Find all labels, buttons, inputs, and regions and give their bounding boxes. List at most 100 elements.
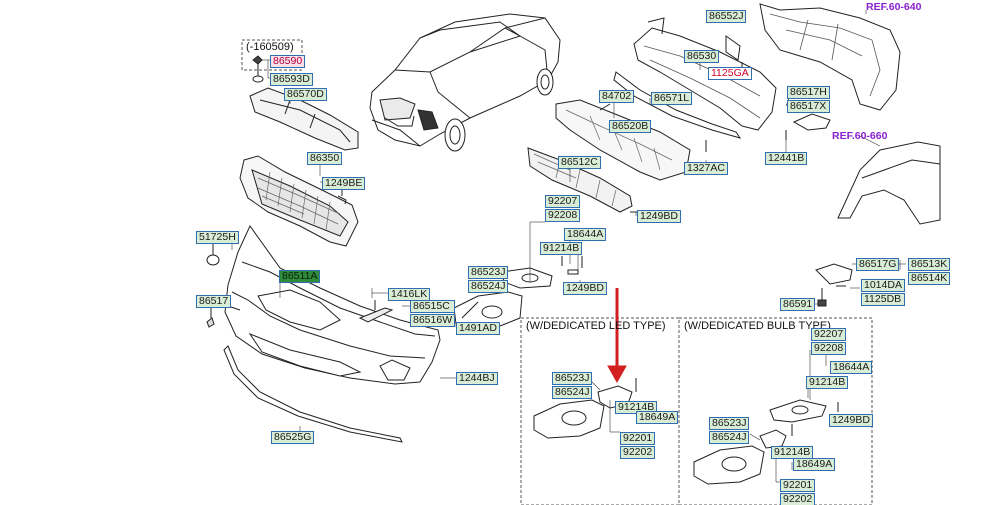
label-86593d[interactable]: 86593D [270, 73, 313, 87]
label-86525g[interactable]: 86525G [271, 431, 315, 445]
label-86570d[interactable]: 86570D [284, 88, 327, 102]
part-number-1327ac[interactable]: 1327AC [684, 162, 728, 175]
part-number-86591[interactable]: 86591 [780, 298, 816, 311]
label-12441b[interactable]: 12441B [765, 152, 808, 166]
part-number-92202[interactable]: 92202 [620, 446, 656, 459]
part-number-86523j[interactable]: 86523J [468, 266, 509, 279]
part-number-86524j[interactable]: 86524J [709, 431, 750, 444]
part-number-86571l[interactable]: 86571L [651, 92, 693, 105]
label-86517[interactable]: 86517 [196, 295, 232, 309]
part-number-92207[interactable]: 92207 [545, 195, 581, 208]
label-1249bd-grille[interactable]: 1249BD [637, 210, 681, 224]
part-number-86570d[interactable]: 86570D [284, 88, 327, 101]
part-number-86513k[interactable]: 86513K [908, 258, 951, 271]
part-number-12441b[interactable]: 12441B [765, 152, 808, 165]
part-number-86517h[interactable]: 86517H [787, 86, 830, 99]
ref-link-60-660[interactable]: REF.60-660 [832, 130, 888, 142]
part-number-86520b[interactable]: 86520B [609, 120, 652, 133]
part-number-1249bd[interactable]: 1249BD [563, 282, 607, 295]
label-91214b-bulb-2[interactable]: 91214B [771, 446, 814, 460]
label-1244bj[interactable]: 1244BJ [456, 372, 498, 386]
label-18649a-bulb[interactable]: 18649A [793, 458, 836, 472]
part-number-91214b[interactable]: 91214B [806, 376, 849, 389]
ref-link-60-640[interactable]: REF.60-640 [866, 1, 922, 13]
part-number-86514k[interactable]: 86514K [908, 272, 951, 285]
label-1327ac[interactable]: 1327AC [684, 162, 728, 176]
label-18644a-bulb[interactable]: 18644A [830, 361, 873, 375]
part-number-84702[interactable]: 84702 [599, 90, 635, 103]
part-number-18649a[interactable]: 18649A [636, 411, 679, 424]
label-86571l[interactable]: 86571L [651, 92, 693, 106]
part-number-86530[interactable]: 86530 [684, 50, 720, 63]
part-number-18649a[interactable]: 18649A [793, 458, 836, 471]
label-51725h[interactable]: 51725H [196, 231, 239, 245]
part-number-86525g[interactable]: 86525G [271, 431, 315, 444]
part-number-1249be[interactable]: 1249BE [322, 177, 366, 190]
label-1249be[interactable]: 1249BE [322, 177, 366, 191]
label-1416lk[interactable]: 1416LK [388, 288, 431, 302]
part-number-86517x[interactable]: 86517X [787, 100, 830, 113]
part-number-86523j[interactable]: 86523J [552, 372, 593, 385]
label-86512c[interactable]: 86512C [558, 156, 601, 170]
part-number-1491ad[interactable]: 1491AD [456, 322, 500, 335]
label-18644a-main[interactable]: 18644A [564, 228, 607, 242]
label-1491ad[interactable]: 1491AD [456, 322, 500, 336]
label-84702[interactable]: 84702 [599, 90, 635, 104]
part-number-86590[interactable]: 86590 [270, 55, 306, 68]
part-number-86517g[interactable]: 86517G [856, 258, 900, 271]
label-91214b-main[interactable]: 91214B [540, 242, 583, 256]
part-number-86524j[interactable]: 86524J [552, 386, 593, 399]
part-number-1249bd[interactable]: 1249BD [829, 414, 873, 427]
label-1249bd-bulb[interactable]: 1249BD [829, 414, 873, 428]
part-number-86593d[interactable]: 86593D [270, 73, 313, 86]
part-number-1125db[interactable]: 1125DB [861, 293, 905, 306]
part-number-91214b[interactable]: 91214B [771, 446, 814, 459]
label-86552j[interactable]: 86552J [706, 10, 747, 24]
part-number-86515c[interactable]: 86515C [410, 300, 456, 313]
label-86591[interactable]: 86591 [780, 298, 816, 312]
part-number-86516w[interactable]: 86516W [410, 314, 456, 327]
part-number-86524j[interactable]: 86524J [468, 280, 509, 293]
label-18649a-led[interactable]: 18649A [636, 411, 679, 425]
label-86517g[interactable]: 86517G [856, 258, 900, 272]
label-91214b-bulb[interactable]: 91214B [806, 376, 849, 390]
part-number-51725h[interactable]: 51725H [196, 231, 239, 244]
label-86590[interactable]: 86590 [270, 55, 306, 69]
label-86511a[interactable]: 86511A [279, 270, 321, 284]
part-number-86350[interactable]: 86350 [307, 152, 343, 165]
part-number-1249bd[interactable]: 1249BD [637, 210, 681, 223]
part-number-86552j[interactable]: 86552J [706, 10, 747, 23]
part-number-86523j[interactable]: 86523J [709, 417, 750, 430]
part-number-1416lk[interactable]: 1416LK [388, 288, 431, 301]
part-number-18644a[interactable]: 18644A [564, 228, 607, 241]
part-number-86512c[interactable]: 86512C [558, 156, 601, 169]
part-number-18644a[interactable]: 18644A [830, 361, 873, 374]
label-86530[interactable]: 86530 [684, 50, 720, 64]
part-number-1125ga[interactable]: 1125GA [708, 67, 752, 80]
part-number-1014da[interactable]: 1014DA [861, 279, 905, 292]
part-number-1244bj[interactable]: 1244BJ [456, 372, 498, 385]
part-number-92208[interactable]: 92208 [811, 342, 847, 355]
part-number-92207[interactable]: 92207 [811, 328, 847, 341]
label-86350[interactable]: 86350 [307, 152, 343, 166]
part-number-92202[interactable]: 92202 [780, 493, 816, 505]
part-number-86511a[interactable]: 86511A [279, 270, 321, 283]
part-number-92201[interactable]: 92201 [620, 432, 656, 445]
label-86520b[interactable]: 86520B [609, 120, 652, 134]
part-number-91214b[interactable]: 91214B [540, 242, 583, 255]
label-1125ga[interactable]: 1125GA [708, 67, 752, 81]
label-1249bd-main[interactable]: 1249BD [563, 282, 607, 296]
part-number-86517[interactable]: 86517 [196, 295, 232, 308]
part-number-92208[interactable]: 92208 [545, 209, 581, 222]
